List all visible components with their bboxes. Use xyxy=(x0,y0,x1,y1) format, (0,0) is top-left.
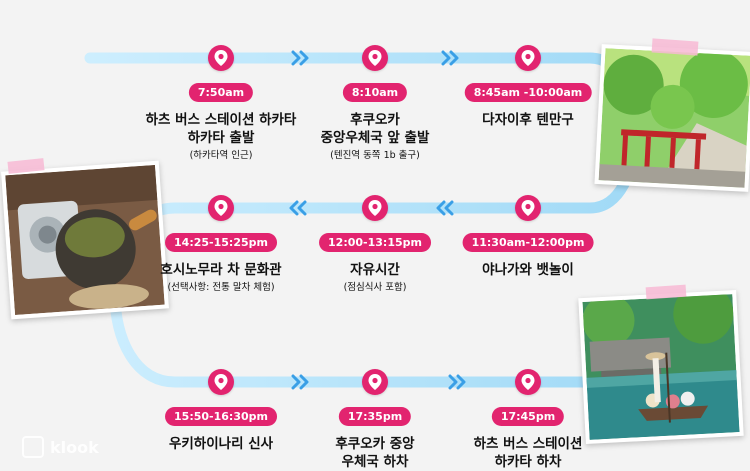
klook-watermark: klook xyxy=(22,436,99,458)
location-pin-icon xyxy=(515,195,541,221)
photo-tea-culture xyxy=(1,160,169,320)
stop-title: 다자이후 텐만구 xyxy=(482,112,574,128)
route-arrows-row3 xyxy=(291,374,466,390)
photo-yanagawa-boat xyxy=(578,289,744,445)
stop-subtitle: (점심식사 포함) xyxy=(343,282,407,293)
location-pin-icon xyxy=(208,45,234,71)
stop-title: 야나가와 뱃놀이 xyxy=(482,262,574,278)
location-pin-icon xyxy=(362,195,388,221)
location-pin-icon xyxy=(515,369,541,395)
stop-subtitle: (텐진역 동쪽 1b 출구) xyxy=(330,150,420,161)
route-arrows-row1 xyxy=(291,50,459,66)
time-badge: 8:10am xyxy=(342,83,408,102)
time-badge: 14:25-15:25pm xyxy=(165,233,277,252)
time-badge: 8:45am -10:00am xyxy=(464,83,592,102)
time-badge: 15:50-16:30pm xyxy=(165,407,277,426)
time-badge: 17:45pm xyxy=(491,407,565,426)
time-badge: 11:30am-12:00pm xyxy=(462,233,594,252)
stop-subtitle: (하카타역 인근) xyxy=(189,150,253,161)
time-badge: 12:00-13:15pm xyxy=(319,233,431,252)
time-badge: 17:35pm xyxy=(338,407,412,426)
location-pin-icon xyxy=(515,45,541,71)
photo-dazaifu-shrine xyxy=(594,44,750,192)
location-pin-icon xyxy=(362,369,388,395)
time-badge: 7:50am xyxy=(188,83,254,102)
location-pin-icon xyxy=(362,45,388,71)
location-pin-icon xyxy=(208,195,234,221)
klook-logo-icon xyxy=(22,436,44,458)
location-pin-icon xyxy=(208,369,234,395)
stop-title: 우키하이나리 신사 xyxy=(168,436,274,452)
stop-subtitle: (선택사항: 전통 말차 체험) xyxy=(167,282,275,293)
route-arrows-row2 xyxy=(289,200,454,216)
stop-title: 자유시간 (점심식사 포함) xyxy=(285,261,465,295)
stop-title: 호시노무라 차 문화관 (선택사항: 전통 말차 체험) xyxy=(131,261,311,295)
